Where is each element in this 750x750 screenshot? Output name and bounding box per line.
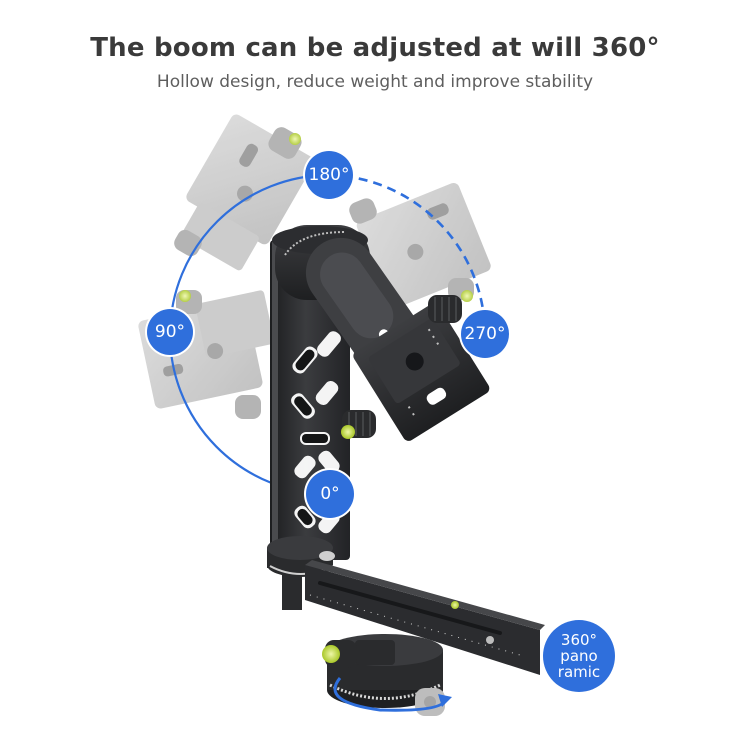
horizontal-rail	[305, 560, 545, 675]
angle-label-270: 270°	[464, 324, 506, 344]
ghost-clamp-90	[138, 290, 275, 419]
angle-label-90: 90°	[154, 322, 186, 342]
angle-badge-90: 90°	[147, 309, 193, 355]
panoramic-badge-line2: pano	[560, 647, 598, 665]
page-subtitle: Hollow design, reduce weight and improve…	[156, 72, 594, 92]
main-clamp	[353, 303, 490, 441]
panoramic-badge-line1: 360°	[560, 631, 598, 649]
panoramic-badge-line3: ramic	[557, 663, 601, 681]
angle-label-0: 0°	[320, 484, 340, 504]
angle-badge-0: 0°	[306, 470, 354, 518]
angle-badge-180: 180°	[305, 151, 353, 199]
rotation-arc-dashed	[328, 173, 487, 335]
base-knob-left	[322, 640, 357, 668]
pan-arrow-head-icon	[438, 694, 452, 707]
pan-rotation-arrow	[333, 677, 448, 712]
page-title: The boom can be adjusted at will 360°	[90, 33, 660, 63]
ghost-clamp-270	[349, 182, 491, 309]
angle-label-180: 180°	[308, 165, 350, 185]
panoramic-badge: 360° pano ramic	[543, 620, 615, 692]
angle-badge-270: 270°	[461, 310, 509, 358]
clamp-knob-top	[428, 295, 462, 323]
ghost-clamp-180	[174, 114, 315, 271]
bubble-level-icon	[341, 425, 355, 439]
